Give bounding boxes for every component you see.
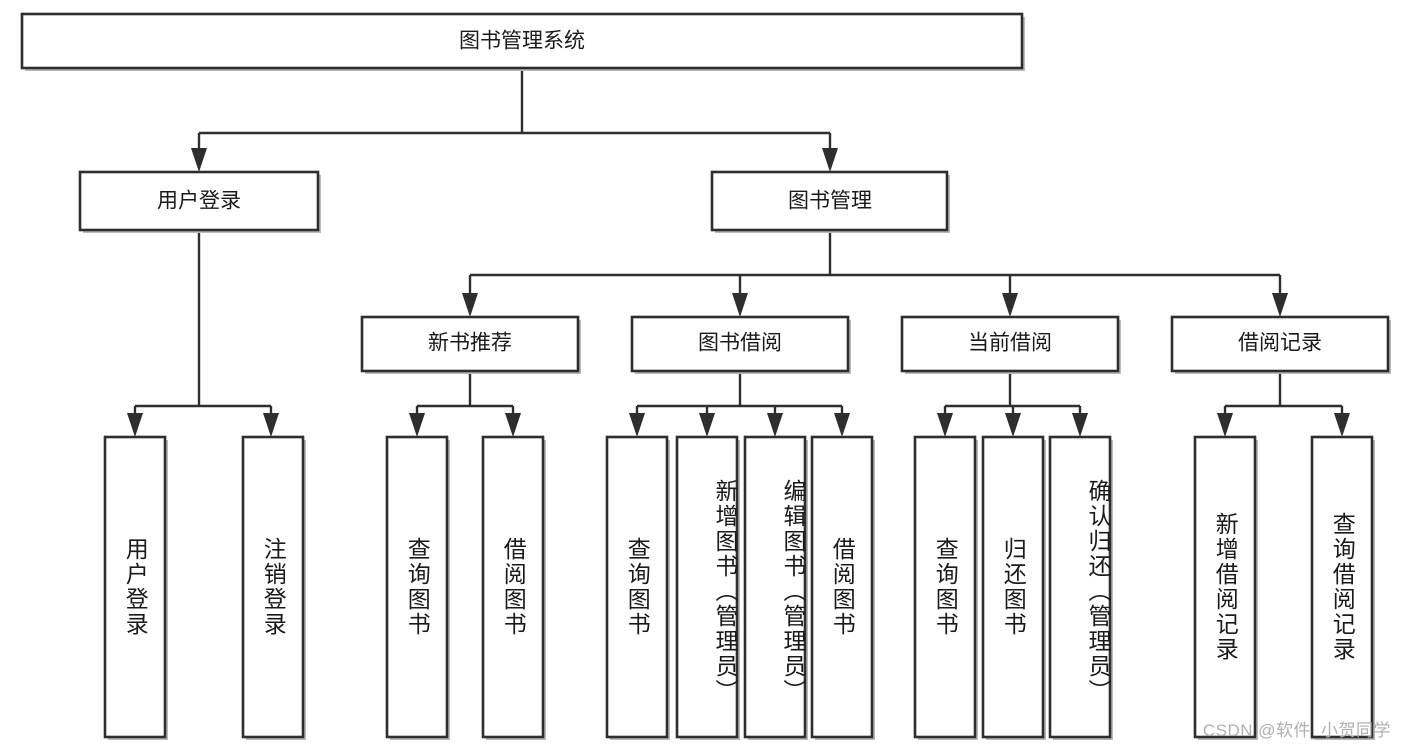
node-root[interactable]: 图书管理系统 (20, 12, 1025, 71)
connector-group-book-borrow (629, 373, 850, 437)
arrow-bb-leaf-3 (767, 413, 783, 437)
leaf-bb-4-box[interactable] (810, 435, 874, 739)
leaf-cb-2-box[interactable] (981, 435, 1045, 739)
node-leaf-book-borrow-1[interactable] (605, 435, 670, 740)
node-leaf-borrow-record-2[interactable] (1310, 435, 1375, 740)
leaf-cb-1-box[interactable] (913, 435, 977, 739)
new-book-label: 新书推荐 (428, 332, 512, 355)
arrow-bb-leaf-2 (699, 413, 715, 437)
connector-group-user-login (127, 232, 279, 437)
book-manage-box[interactable] (710, 170, 949, 232)
node-leaf-new-book-2[interactable] (481, 435, 546, 740)
arrow-nb-leaf-2 (505, 413, 521, 437)
arrow-root-to-user-login (191, 148, 207, 172)
arrow-br-leaf-2 (1334, 413, 1350, 437)
leaf-br-2-box[interactable] (1310, 435, 1374, 739)
book-borrow-label: 图书借阅 (698, 332, 782, 355)
node-leaf-borrow-record-1[interactable] (1193, 435, 1258, 740)
book-manage-label: 图书管理 (788, 190, 872, 213)
connector-group-new-book (409, 373, 521, 437)
leaf-bb-2-box[interactable] (675, 435, 739, 739)
root-box[interactable] (20, 12, 1024, 70)
arrow-bm-to-new-book (462, 293, 478, 317)
node-leaf-current-borrow-1[interactable] (913, 435, 978, 740)
arrow-cb-leaf-3 (1072, 413, 1088, 437)
borrow-record-box[interactable] (1170, 315, 1390, 373)
arrow-bm-to-current-borrow (1002, 293, 1018, 317)
current-borrow-box[interactable] (900, 315, 1120, 373)
node-book-manage[interactable]: 图书管理 (710, 170, 950, 233)
arrow-br-leaf-1 (1217, 413, 1233, 437)
node-new-book-recommend[interactable]: 新书推荐 (360, 315, 581, 374)
node-leaf-book-borrow-4[interactable] (810, 435, 875, 740)
arrow-root-to-book-manage (822, 148, 838, 172)
arrow-user-login-leaf-2 (263, 413, 279, 437)
root-label: 图书管理系统 (459, 30, 585, 53)
arrow-nb-leaf-1 (409, 413, 425, 437)
connector-group-book-manage (462, 232, 1288, 317)
arrow-cb-leaf-2 (1005, 413, 1021, 437)
leaf-bb-3-box[interactable] (743, 435, 807, 739)
new-book-box[interactable] (360, 315, 580, 373)
leaf-ul-2-box[interactable] (241, 435, 305, 739)
node-leaf-user-login-1[interactable] (103, 435, 168, 740)
arrow-user-login-leaf-1 (127, 413, 143, 437)
leaf-bb-1-box[interactable] (605, 435, 669, 739)
book-borrow-box[interactable] (630, 315, 850, 373)
leaf-br-1-box[interactable] (1193, 435, 1257, 739)
node-leaf-current-borrow-2[interactable] (981, 435, 1046, 740)
node-leaf-user-login-2[interactable] (241, 435, 306, 740)
current-borrow-label: 当前借阅 (968, 332, 1052, 355)
node-user-login[interactable]: 用户登录 (78, 170, 321, 233)
leaf-nb-1-box[interactable] (385, 435, 449, 739)
connector-group-borrow-record (1217, 373, 1350, 437)
user-login-label: 用户登录 (157, 190, 241, 213)
node-leaf-book-borrow-3[interactable] (743, 435, 808, 740)
node-leaf-current-borrow-3[interactable] (1048, 435, 1113, 740)
node-leaf-book-borrow-2[interactable] (675, 435, 740, 740)
node-current-borrow[interactable]: 当前借阅 (900, 315, 1121, 374)
node-leaf-new-book-1[interactable] (385, 435, 450, 740)
arrow-bb-leaf-1 (629, 413, 645, 437)
connector-group-current-borrow (937, 373, 1088, 437)
arrow-bm-to-book-borrow (732, 293, 748, 317)
leaf-cb-3-box[interactable] (1048, 435, 1112, 739)
arrow-bm-to-borrow-record (1272, 293, 1288, 317)
leaf-ul-1-box[interactable] (103, 435, 167, 739)
node-book-borrow[interactable]: 图书借阅 (630, 315, 851, 374)
arrow-cb-leaf-1 (937, 413, 953, 437)
watermark-text: CSDN @软件_小贺同学 (1202, 721, 1391, 740)
borrow-record-label: 借阅记录 (1238, 332, 1322, 355)
connector-group-root (191, 68, 838, 172)
node-borrow-record[interactable]: 借阅记录 (1170, 315, 1391, 374)
leaf-nb-2-box[interactable] (481, 435, 545, 739)
arrow-bb-leaf-4 (834, 413, 850, 437)
user-login-box[interactable] (78, 170, 320, 232)
